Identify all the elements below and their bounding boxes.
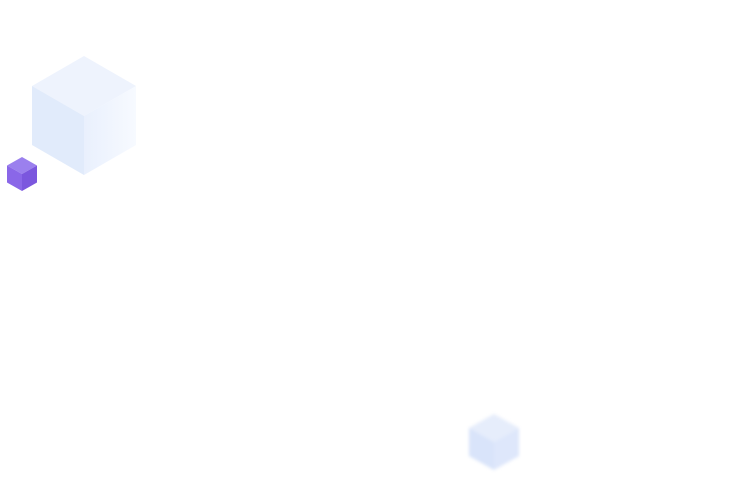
cube-left-face: [32, 86, 84, 175]
cube-left-face: [7, 165, 22, 191]
cube-right-face: [22, 165, 37, 191]
cube-left-face: [469, 428, 494, 470]
small-purple-cube-icon: [6, 156, 38, 192]
blurred-pale-cube-icon: [466, 412, 522, 472]
cube-right-face: [84, 86, 136, 175]
cube-right-face: [494, 428, 519, 470]
large-pale-cube-icon: [31, 55, 137, 176]
